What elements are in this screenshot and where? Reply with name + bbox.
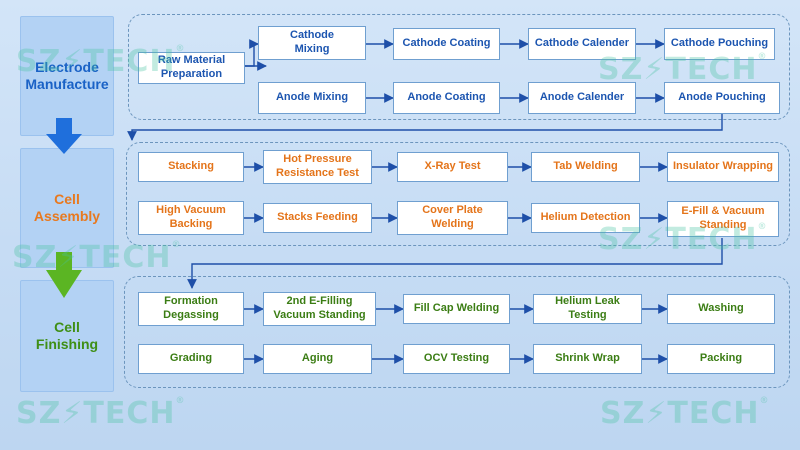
step-anode-coating: Anode Coating bbox=[393, 82, 500, 114]
step-washing: Washing bbox=[667, 294, 775, 324]
step-grading: Grading bbox=[138, 344, 244, 374]
stage-label: Manufacture bbox=[25, 76, 109, 92]
stage-arrow-blue bbox=[46, 118, 82, 154]
step-shrink-wrap: Shrink Wrap bbox=[533, 344, 642, 374]
arrow-assembly-to-finishing bbox=[187, 238, 723, 289]
step-aging: Aging bbox=[263, 344, 372, 374]
stage-electrode-manufacture: Electrode Manufacture bbox=[20, 16, 114, 136]
step-cathode-pouching: Cathode Pouching bbox=[664, 28, 775, 60]
group-finishing bbox=[124, 276, 790, 388]
step-cathode-calender: Cathode Calender bbox=[528, 28, 636, 60]
step-anode-calender: Anode Calender bbox=[528, 82, 636, 114]
step-insulator-wrapping: Insulator Wrapping bbox=[667, 152, 779, 182]
step-anode-pouching: Anode Pouching bbox=[664, 82, 780, 114]
stage-label: Assembly bbox=[33, 208, 101, 224]
arrow-raw-to-cathode bbox=[245, 39, 259, 67]
step-ocv-testing: OCV Testing bbox=[403, 344, 510, 374]
step-helium-leak-testing: Helium Leak Testing bbox=[533, 294, 642, 324]
step-xray-test: X-Ray Test bbox=[397, 152, 508, 182]
step-helium-detection: Helium Detection bbox=[531, 203, 640, 233]
step-fill-cap-welding: Fill Cap Welding bbox=[403, 294, 510, 324]
step-tab-welding: Tab Welding bbox=[531, 152, 640, 182]
stage-label: Finishing bbox=[35, 336, 99, 352]
group-electrode bbox=[128, 14, 790, 120]
stage-cell-finishing: Cell Finishing bbox=[20, 280, 114, 392]
step-anode-mixing: Anode Mixing bbox=[258, 82, 366, 114]
stage-label: Cell bbox=[54, 318, 80, 335]
step-cathode-coating: Cathode Coating bbox=[393, 28, 500, 60]
stage-label: Cell bbox=[54, 190, 80, 207]
arrow-electrode-to-assembly bbox=[127, 113, 723, 141]
group-assembly bbox=[126, 142, 790, 246]
stage-label: Electrode bbox=[35, 58, 99, 75]
step-stacking: Stacking bbox=[138, 152, 244, 182]
stage-cell-assembly: Cell Assembly bbox=[20, 148, 114, 268]
stage-arrow-green bbox=[46, 252, 82, 298]
step-packing: Packing bbox=[667, 344, 775, 374]
step-stacks-feeding: Stacks Feeding bbox=[263, 203, 372, 233]
